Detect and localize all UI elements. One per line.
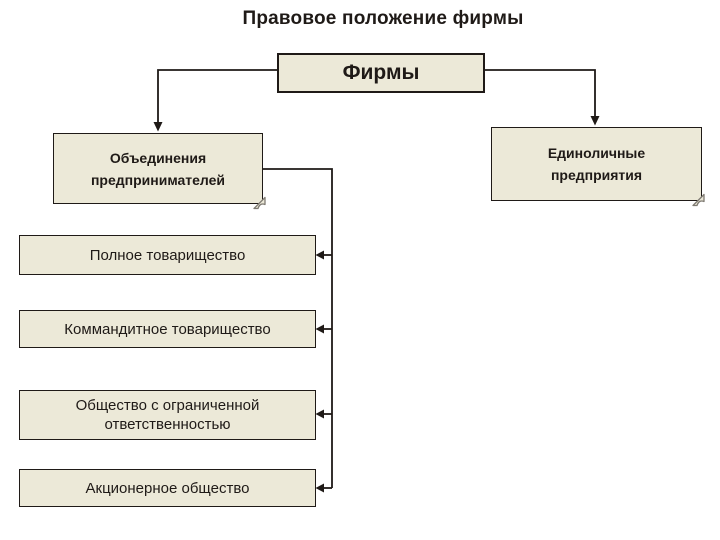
node-firms: Фирмы xyxy=(277,53,485,93)
node-associations-label: Объединения предпринимателей xyxy=(90,149,226,188)
node-sole-enterprises: Единоличные предприятия xyxy=(491,127,705,207)
node-firms-label: Фирмы xyxy=(342,61,420,84)
arrowhead-leaf-2 xyxy=(315,324,324,334)
folded-corner-icon xyxy=(692,193,705,207)
diagram-title: Правовое положение фирмы xyxy=(242,8,524,29)
node-llc-label: Общество с ограниченной ответственностью xyxy=(75,397,260,433)
arrowhead-down-left xyxy=(153,122,163,132)
connector-root-to-left xyxy=(157,69,277,123)
node-limited-partnership-label: Коммандитное товарищество xyxy=(64,320,271,338)
connector-root-to-right xyxy=(485,69,596,117)
node-associations: Объединения предпринимателей xyxy=(53,133,266,210)
arrowhead-leaf-4 xyxy=(315,483,324,493)
node-limited-partnership: Коммандитное товарищество xyxy=(19,310,316,348)
node-full-partnership: Полное товарищество xyxy=(19,235,316,275)
node-full-partnership-label: Полное товарищество xyxy=(89,246,246,264)
arrowhead-leaf-3 xyxy=(315,409,324,419)
node-joint-stock: Акционерное общество xyxy=(19,469,316,507)
arrowhead-leaf-1 xyxy=(315,250,324,260)
arrowhead-down-right xyxy=(590,116,600,126)
folded-corner-icon xyxy=(253,196,266,210)
node-sole-enterprises-label: Единоличные предприятия xyxy=(547,145,646,183)
node-joint-stock-label: Акционерное общество xyxy=(85,479,250,497)
node-llc: Общество с ограниченной ответственностью xyxy=(19,390,316,440)
